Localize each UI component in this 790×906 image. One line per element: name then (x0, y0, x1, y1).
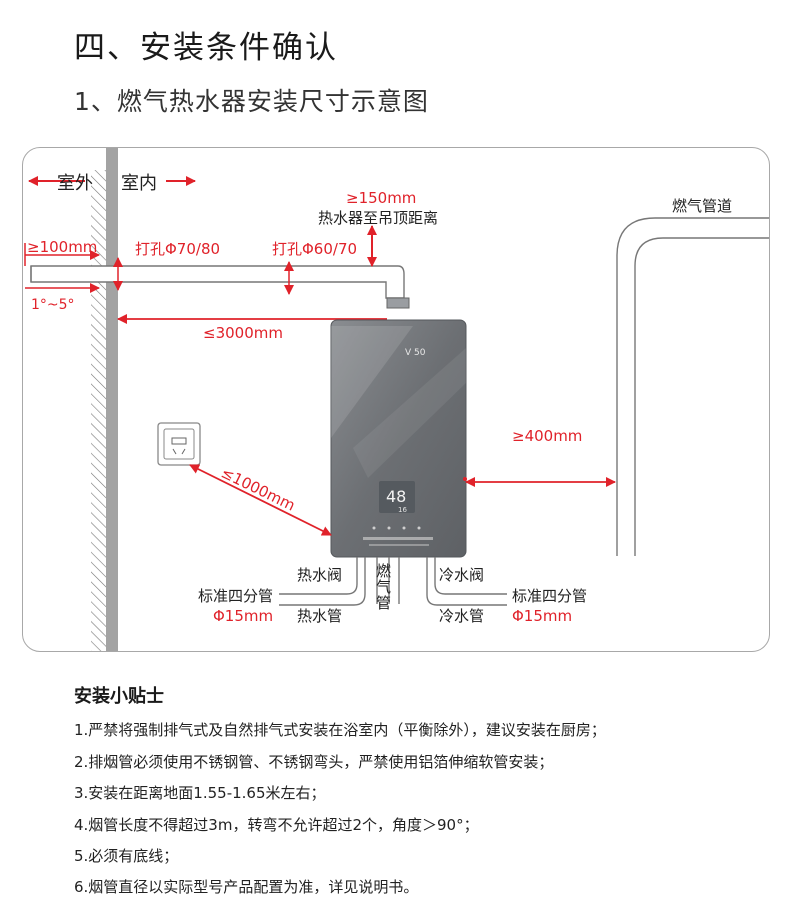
flue-length: ≤3000mm (203, 324, 283, 342)
tip-item: 1.严禁将强制排气式及自然排气式安装在浴室内（平衡除外），建议安装在厨房； (74, 721, 606, 739)
std-pipe-left: 标准四分管 (198, 587, 273, 605)
tip-item: 2.排烟管必须使用不锈钢管、不锈钢弯头，严禁使用铝箔伸缩软管安装； (74, 753, 554, 771)
gas-pipe-label-3: 管 (376, 594, 391, 612)
tips-title: 安装小贴士 (74, 686, 164, 707)
gas-pipeline-label: 燃气管道 (672, 197, 732, 215)
display-sub: 16 (398, 506, 407, 514)
tip-item: 5.必须有底线； (74, 847, 179, 865)
cold-valve: 冷水阀 (439, 566, 484, 584)
std-pipe-right: 标准四分管 (512, 587, 587, 605)
flue-pipe (30, 265, 405, 299)
display-temp: 48 (386, 487, 406, 506)
ceiling-distance: ≥150mm (346, 189, 416, 207)
tip-item: 3.安装在距离地面1.55-1.65米左右； (74, 784, 326, 802)
installation-diagram: 室外 室内 ≥150mm 热水器至吊顶距离 ≥100mm 打孔Φ70/80 打孔… (22, 147, 770, 652)
hole-outer: 打孔Φ70/80 (135, 240, 220, 258)
dia-right: Φ15mm (512, 607, 572, 625)
hole-inner: 打孔Φ60/70 (272, 240, 357, 258)
sub-title: 1、燃气热水器安装尺寸示意图 (74, 87, 429, 116)
gas-pipe-label-1: 燃 (376, 562, 391, 580)
side-distance: ≥400mm (512, 427, 582, 445)
cold-pipe: 冷水管 (439, 607, 484, 625)
slope-label: 1°~5° (31, 297, 75, 313)
hot-pipe: 热水管 (297, 607, 342, 625)
wall (106, 148, 118, 651)
tip-item: 4.烟管长度不得超过3m，转弯不允许超过2个，角度＞90°； (74, 816, 479, 834)
outdoor-length: ≥100mm (27, 238, 97, 256)
ceiling-caption: 热水器至吊顶距离 (318, 209, 438, 227)
indoor-label: 室内 (121, 173, 157, 194)
heater-display (379, 481, 415, 513)
tip-item: 6.烟管直径以实际型号产品配置为准，详见说明书。 (74, 878, 419, 896)
dia-left: Φ15mm (213, 607, 273, 625)
gas-pipe-label-2: 气 (376, 578, 391, 596)
outdoor-label: 室外 (57, 173, 93, 194)
gas-pipeline (616, 217, 769, 556)
socket-distance: ≤1000mm (218, 463, 298, 514)
brand-logo: V 50 (405, 348, 426, 358)
bottom-pipes (279, 557, 507, 606)
hot-valve: 热水阀 (297, 566, 342, 584)
section-title: 四、安装条件确认 (74, 30, 338, 66)
